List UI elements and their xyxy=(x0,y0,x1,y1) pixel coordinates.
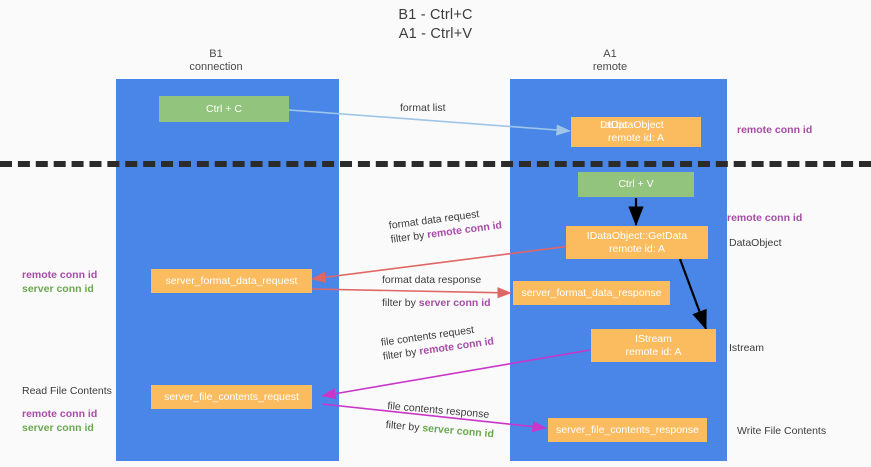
annotation-left-server-conn-id: server conn id xyxy=(22,283,94,295)
column-header-a1: A1 remote xyxy=(510,48,710,74)
node-server-file-contents-response[interactable]: server_file_contents_response xyxy=(548,418,707,442)
filter-key: server conn id xyxy=(421,422,495,441)
edge-label-format-data-response-line2: filter by server conn id xyxy=(382,296,491,310)
filter-key: server conn id xyxy=(418,297,491,309)
column-header-b1-subtitle: connection xyxy=(189,61,243,73)
annotation-istream: Istream xyxy=(729,341,764,355)
annotation-left-read-file-contents-group: Read File Contents remote conn id server… xyxy=(22,384,112,435)
annotation-istream-text: Istream xyxy=(729,342,765,354)
node-server-file-contents-request-label: server_file_contents_request xyxy=(164,390,299,403)
annotation-left-server-conn-id-2: server conn id xyxy=(22,422,94,434)
node-ctrl-c-label: Ctrl + C xyxy=(206,102,242,115)
filter-prefix: filter by xyxy=(385,418,423,435)
annotation-data-object-text: DataObject xyxy=(729,237,782,249)
node-istream-line2: remote id: A xyxy=(625,345,682,358)
node-istream-line1: IStream xyxy=(635,332,672,345)
column-header-a1-subtitle: remote xyxy=(592,61,628,73)
page-title-line2: A1 - Ctrl+V xyxy=(398,26,473,42)
filter-prefix: filter by xyxy=(382,297,419,309)
node-getdata[interactable]: IDataObject::GetData remote id: A xyxy=(566,226,708,259)
edge-label-format-data-request: format data request filter by remote con… xyxy=(388,204,503,246)
column-header-a1-name: A1 xyxy=(603,48,617,60)
annotation-write-file-contents: Write File Contents xyxy=(737,424,826,438)
node-istream[interactable]: IStream remote id: A xyxy=(591,329,716,362)
node-ctrl-v-label: Ctrl + V xyxy=(618,178,654,190)
node-idataobject-remote-line1-text: IDataObject xyxy=(608,119,664,131)
annotation-remote-conn-id-top-text: remote conn id xyxy=(737,124,813,136)
node-server-format-data-response-label: server_format_data_response xyxy=(521,286,662,299)
node-ctrl-c[interactable]: Ctrl + C xyxy=(159,96,289,122)
edge-label-format-list: format list xyxy=(400,101,446,115)
node-server-file-contents-response-label: server_file_contents_response xyxy=(555,423,699,436)
edge-label-format-data-response-line1: format data response xyxy=(382,274,482,286)
annotation-remote-conn-id-mid-text: remote conn id xyxy=(727,212,803,224)
page-title-line1: B1 - Ctrl+C xyxy=(398,7,473,23)
node-getdata-line1: IDataObject::GetData xyxy=(586,229,688,242)
annotation-data-object: DataObject xyxy=(729,236,782,250)
node-ctrl-v[interactable]: Ctrl + V xyxy=(578,172,694,197)
node-server-file-contents-request[interactable]: server_file_contents_request xyxy=(151,385,312,409)
annotation-left-remote-conn-id: remote conn id xyxy=(22,269,98,281)
filter-prefix: filter by xyxy=(382,345,421,363)
annotation-write-file-contents-text: Write File Contents xyxy=(737,425,827,437)
phase-divider xyxy=(0,161,871,167)
filter-prefix: filter by xyxy=(389,229,428,246)
edge-label-format-data-response: format data response filter by server co… xyxy=(382,273,491,310)
node-idataobject-remote-line1: IDataObject IDataObject xyxy=(600,119,664,132)
annotation-left-remote-conn-id-2: remote conn id xyxy=(22,408,98,420)
edge-label-file-contents-request: file contents request filter by remote c… xyxy=(380,320,495,363)
page-title: B1 - Ctrl+C A1 - Ctrl+V xyxy=(0,6,871,44)
node-server-format-data-request-label: server_format_data_request xyxy=(165,274,298,287)
node-server-format-data-request[interactable]: server_format_data_request xyxy=(151,269,312,293)
node-server-format-data-response[interactable]: server_format_data_response xyxy=(513,281,670,305)
annotation-left-conn-ids: remote conn id server conn id xyxy=(22,268,97,296)
node-idataobject-remote[interactable]: IDataObject IDataObject remote id: A xyxy=(571,117,701,147)
annotation-read-file-contents: Read File Contents xyxy=(22,385,112,397)
edge-label-file-contents-response: file contents response filter by server … xyxy=(385,399,496,441)
annotation-remote-conn-id-top: remote conn id xyxy=(737,123,812,137)
node-idataobject-remote-ghost: IDataObject xyxy=(600,119,627,131)
annotation-remote-conn-id-mid: remote conn id xyxy=(727,211,802,225)
edge-label-format-list-text: format list xyxy=(400,102,446,114)
node-getdata-line2: remote id: A xyxy=(608,242,666,255)
node-idataobject-remote-line2: remote id: A xyxy=(607,132,665,144)
edge-label-file-contents-response-line2: filter by server conn id xyxy=(385,418,494,441)
column-header-b1: B1 connection xyxy=(116,48,316,74)
column-header-b1-name: B1 xyxy=(209,48,223,60)
